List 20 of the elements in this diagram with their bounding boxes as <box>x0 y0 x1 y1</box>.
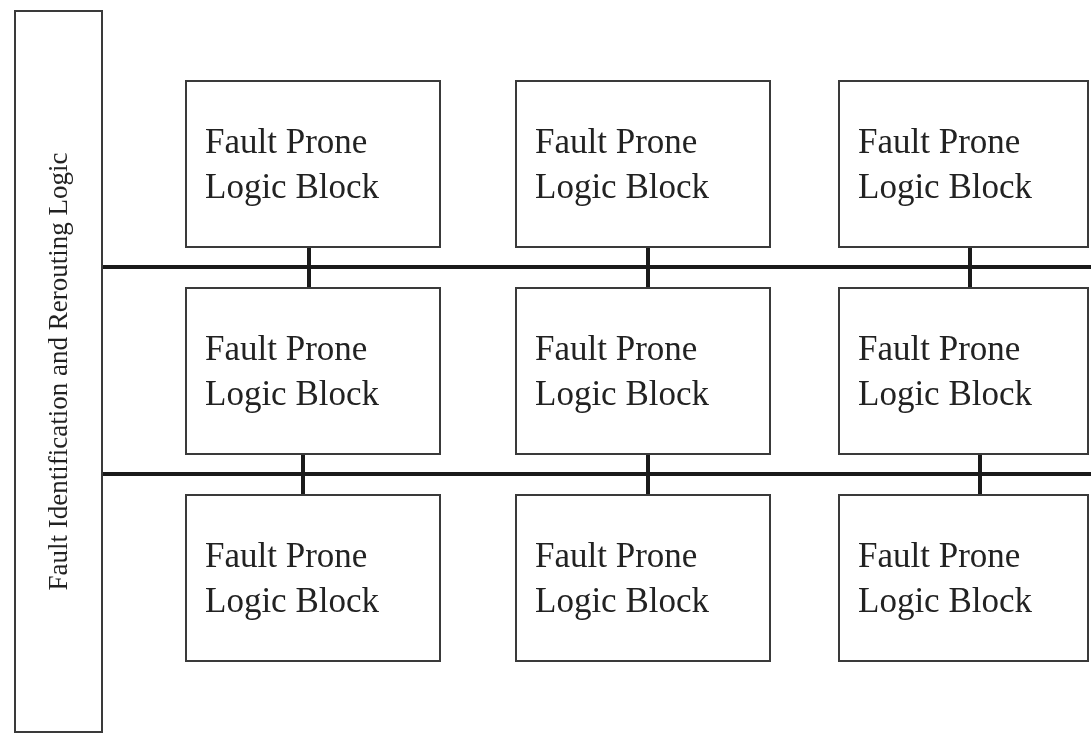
controller-box <box>14 10 103 733</box>
node-label: Fault Prone Logic Block <box>534 534 710 622</box>
logic-block-box <box>515 494 771 662</box>
node-label: Fault Prone Logic Block <box>534 120 710 208</box>
node-label: Fault Prone Logic Block <box>857 534 1033 622</box>
node-label: Fault Prone Logic Block <box>857 327 1033 415</box>
logic-block-box <box>838 287 1089 455</box>
logic-block-box <box>185 80 441 248</box>
logic-block-box <box>838 494 1089 662</box>
node-label: Fault Prone Logic Block <box>534 327 710 415</box>
logic-block-box <box>185 494 441 662</box>
logic-block-box <box>838 80 1089 248</box>
logic-block-box <box>515 80 771 248</box>
node-label: Fault Prone Logic Block <box>204 327 380 415</box>
node-label: Fault Identification and Rerouting Logic <box>42 152 74 591</box>
node-label: Fault Prone Logic Block <box>204 120 380 208</box>
node-label: Fault Prone Logic Block <box>857 120 1033 208</box>
logic-block-box <box>515 287 771 455</box>
logic-block-box <box>185 287 441 455</box>
node-label: Fault Prone Logic Block <box>204 534 380 622</box>
